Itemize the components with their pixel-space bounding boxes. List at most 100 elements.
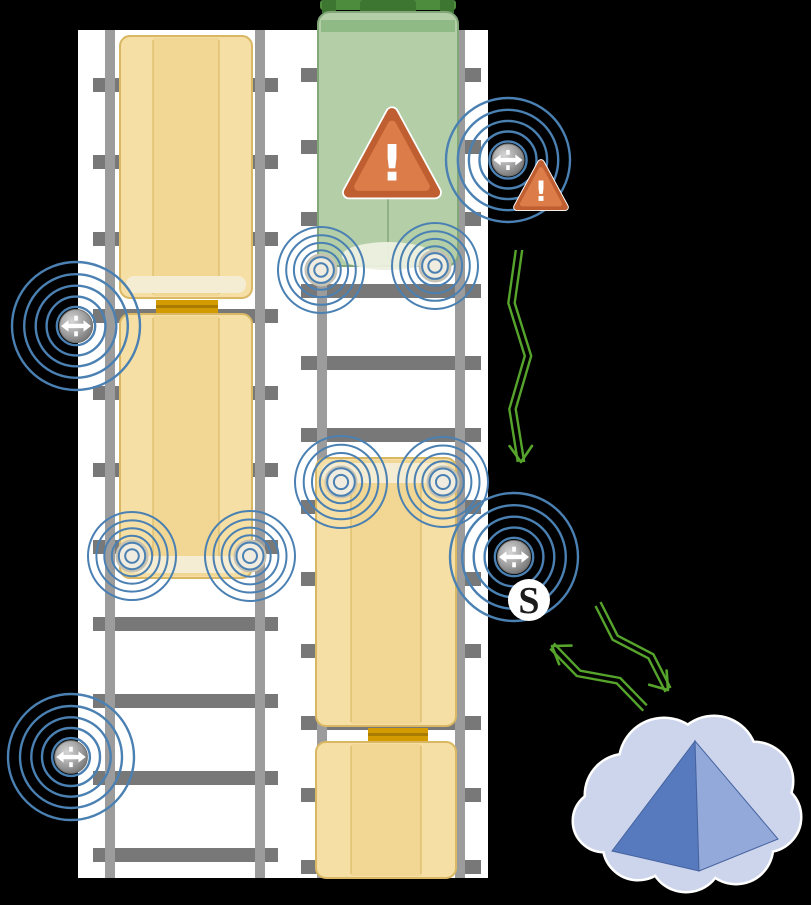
- gateway-label: S: [518, 580, 539, 622]
- pyramid-right-face: [694, 739, 779, 872]
- signal-ring: [242, 548, 258, 564]
- hub-tick-bottom: [74, 331, 78, 337]
- railroad-tie: [93, 617, 278, 631]
- signal-ring: [10, 260, 142, 392]
- coupling: [368, 728, 428, 741]
- wagon-end-cap: [126, 276, 246, 293]
- signal-ring: [110, 534, 154, 578]
- signal-ring: [405, 444, 481, 520]
- arrowhead: [508, 444, 534, 464]
- signal-ring: [421, 460, 465, 504]
- right-wagon-rear: [315, 741, 457, 879]
- signal-ring: [307, 256, 335, 284]
- wheel-sensor-loco-left: [277, 226, 365, 314]
- wheel: [304, 253, 338, 287]
- warning-locomotive: !: [342, 106, 442, 200]
- zigzag-line: [507, 249, 526, 463]
- signal-ring: [326, 467, 356, 497]
- hub-arrow-left-icon: [61, 320, 69, 332]
- signal-ring: [414, 245, 456, 287]
- signal-ring: [427, 258, 443, 274]
- signal-ring: [300, 249, 342, 291]
- left-wagon-front: [119, 35, 253, 299]
- hub-arrow-bar: [67, 323, 85, 329]
- hub-arrow-bar: [499, 157, 517, 163]
- signal-ring: [444, 96, 572, 224]
- signal-ring: [34, 284, 118, 368]
- wagon-center-panel: [153, 38, 219, 296]
- wheel-sensor-wagon-left: [294, 435, 388, 529]
- hub-tick-bottom: [506, 165, 510, 170]
- coupling-line: [368, 733, 428, 736]
- right-wagon-mid: [315, 457, 457, 727]
- link-gateway-to-cloud: [594, 601, 672, 693]
- zigzag-line: [552, 642, 648, 707]
- signal-ring: [6, 692, 136, 822]
- wagon-center-panel: [153, 316, 219, 576]
- hub-tick-top: [74, 315, 78, 321]
- hub-arrow-right-icon: [521, 551, 529, 563]
- signal-ring: [235, 541, 265, 571]
- signal-ring: [95, 519, 169, 593]
- wheel-sensor-left-wagon-a: [87, 511, 177, 601]
- hub-arrow-left-icon: [493, 154, 501, 166]
- hub-tick-top: [506, 150, 510, 155]
- signal-ring: [493, 536, 535, 578]
- signal-ring: [124, 548, 140, 564]
- zigzag-line: [513, 249, 533, 463]
- comm-arrows-layer: [507, 249, 672, 712]
- wheel-sensor-left-wagon-b: [204, 510, 296, 602]
- wheel: [426, 465, 460, 499]
- loco-roof-vent-right: [440, 0, 454, 13]
- signal-ring: [391, 222, 479, 310]
- signal-ring: [421, 252, 449, 280]
- coupling: [156, 300, 218, 313]
- signal-ring: [397, 436, 489, 528]
- signal-ring: [277, 226, 365, 314]
- zigzag-line: [599, 601, 672, 689]
- sensor-node-bottom-left: [6, 692, 136, 822]
- signal-ring: [318, 459, 364, 505]
- wheel: [418, 249, 452, 283]
- signal-ring: [488, 140, 528, 180]
- sensor-node-top-right: [444, 96, 572, 224]
- signal-ring: [55, 305, 97, 347]
- warning-face: [354, 120, 430, 191]
- signal-ring: [311, 452, 371, 512]
- hub-arrow-left-icon: [56, 751, 64, 763]
- sensor-node-left: [10, 260, 142, 392]
- wagon-center-panel: [351, 460, 421, 724]
- rail: [317, 30, 327, 878]
- gateway-badge: S: [508, 579, 550, 622]
- loco-nose: [341, 242, 435, 270]
- cloud: [571, 714, 803, 894]
- signal-ring: [413, 452, 473, 512]
- signal-ring: [435, 474, 451, 490]
- hub-arrow-right-icon: [515, 154, 523, 166]
- signal-ring: [103, 527, 161, 585]
- sensor-nodes-layer: [6, 96, 580, 822]
- signal-ring: [313, 262, 329, 278]
- signal-ring: [399, 230, 471, 302]
- warning-node: !: [513, 159, 569, 212]
- signal-ring: [204, 510, 296, 602]
- hub-arrow-left-icon: [499, 551, 507, 563]
- wheel: [115, 539, 149, 573]
- hub-arrow-bar: [505, 554, 523, 560]
- link-node-to-gateway: [507, 249, 534, 464]
- wheel: [233, 539, 267, 573]
- hub-arrow-bar: [62, 754, 80, 760]
- warnings-layer: !!: [342, 106, 569, 212]
- railroad-tie: [301, 356, 481, 370]
- wheel-sensor-loco-right: [391, 222, 479, 310]
- hub-arrow-right-icon: [78, 751, 86, 763]
- rail: [105, 30, 115, 878]
- signal-ring: [285, 234, 357, 306]
- hub-arrow-right-icon: [83, 320, 91, 332]
- gateway-badge-bg: [508, 579, 550, 621]
- signal-ring: [40, 726, 102, 788]
- cloud-puff-fill: [574, 791, 634, 851]
- link-cloud-to-gateway: [549, 642, 648, 712]
- signal-ring: [30, 716, 112, 798]
